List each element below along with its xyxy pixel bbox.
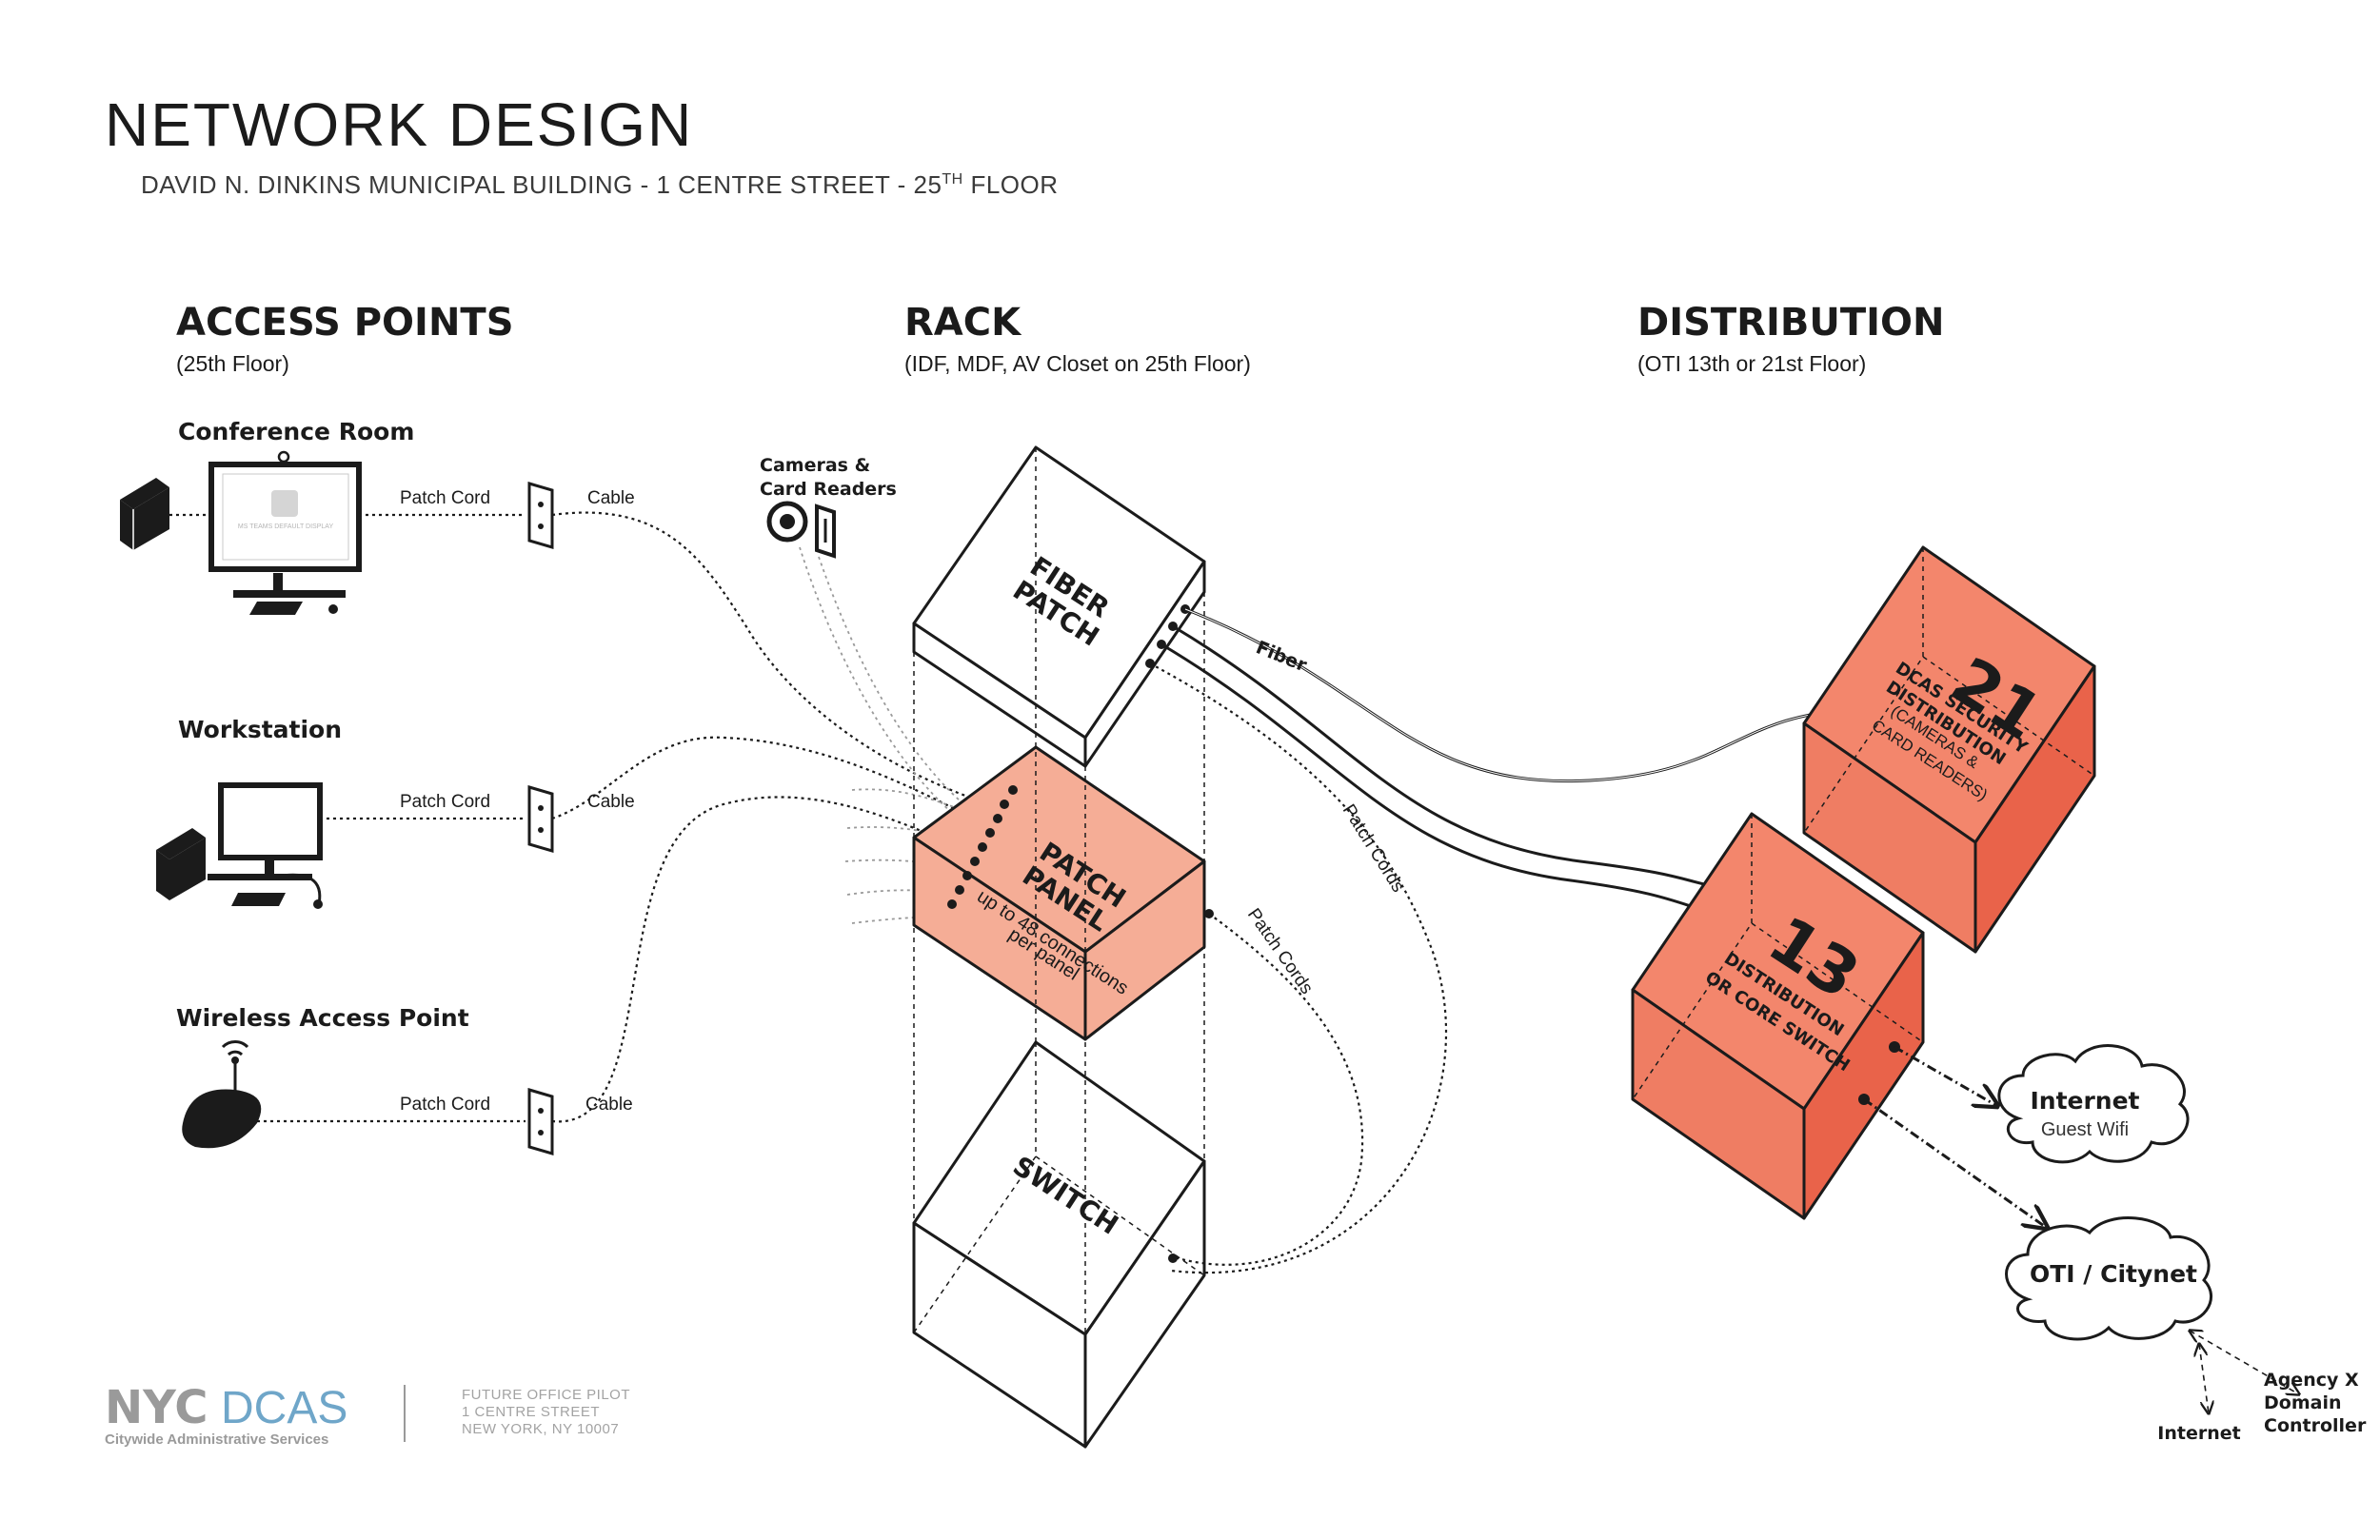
internet-cloud-sub: Guest Wifi — [2041, 1119, 2129, 1140]
wall-jack-icon — [527, 1088, 554, 1155]
fiber-patch-box: FIBER PATCH — [912, 445, 1206, 1042]
workstation-label: Workstation — [178, 716, 342, 743]
wap-cable-label: Cable — [585, 1095, 633, 1115]
internet-cloud: Internet Guest Wifi — [1997, 1044, 2190, 1164]
access-points-note: (25th Floor) — [176, 351, 289, 376]
footer-line3: NEW YORK, NY 10007 — [462, 1421, 619, 1437]
citynet-cloud: OTI / Citynet — [2005, 1216, 2212, 1341]
subtitle-tail: FLOOR — [963, 170, 1059, 199]
wall-jack-icon — [527, 785, 554, 853]
page-title: NETWORK DESIGN — [105, 90, 693, 159]
camera-icon — [766, 501, 808, 543]
wireless-ap-label: Wireless Access Point — [176, 1004, 469, 1032]
internet-cloud-label: Internet — [2030, 1087, 2139, 1115]
distribution-heading: DISTRIBUTION — [1637, 301, 1944, 345]
conference-display-icon: MS TEAMS DEFAULT DISPLAY — [208, 450, 362, 615]
wap-patch-cord-label: Patch Cord — [400, 1095, 490, 1115]
logo-sub: Citywide Administrative Services — [105, 1431, 328, 1448]
distribution-box-13: 13 DISTRIBUTION OR CORE SWITCH — [1631, 812, 1925, 1220]
access-points-heading: ACCESS POINTS — [176, 301, 514, 345]
cameras-label-1: Cameras & — [760, 455, 870, 476]
patch-panel-box: PATCH PANEL up to 48 connections per pan… — [912, 745, 1214, 1041]
footer-line1: FUTURE OFFICE PILOT — [462, 1387, 630, 1403]
wireless-ap-icon — [182, 1040, 262, 1149]
subtitle-main: DAVID N. DINKINS MUNICIPAL BUILDING - 1 … — [141, 170, 942, 199]
conf-patch-cord-label: Patch Cord — [400, 488, 490, 508]
footer-line2: 1 CENTRE STREET — [462, 1404, 600, 1420]
conf-cable-label: Cable — [587, 488, 635, 508]
agency-line3: Controller — [2264, 1415, 2367, 1436]
switch-box: SWITCH — [912, 1040, 1206, 1449]
agency-line1: Agency X — [2264, 1370, 2359, 1391]
patch-cord-loops — [1149, 662, 1448, 1274]
distribution-note: (OTI 13th or 21st Floor) — [1637, 351, 1866, 376]
fiber-links — [1160, 607, 1867, 924]
patch-cords-label-2: Patch Cords — [1243, 905, 1317, 998]
endpoint-internet: Internet — [2157, 1423, 2240, 1444]
nyc-dcas-logo: NYC DCAS Citywide Administrative Service… — [105, 1381, 347, 1448]
ws-patch-cord-label: Patch Cord — [400, 792, 490, 812]
logo-nyc: NYC — [105, 1381, 208, 1434]
pc-tower-icon — [120, 478, 169, 550]
agency-line2: Domain — [2264, 1392, 2341, 1413]
cloud-links — [1858, 1041, 2299, 1413]
conference-room-label: Conference Room — [178, 418, 414, 445]
workstation-icon — [156, 782, 323, 909]
wall-jack-icon — [527, 482, 554, 549]
ws-cable-label: Cable — [587, 792, 635, 812]
card-reader-icon — [815, 503, 836, 559]
subtitle-sup: TH — [942, 171, 962, 188]
rack-note: (IDF, MDF, AV Closet on 25th Floor) — [904, 351, 1251, 376]
distribution-box-21: 21 DCAS SECURITY DISTRIBUTION (CAMERAS &… — [1802, 545, 2096, 954]
fiber-label: Fiber — [1253, 637, 1310, 676]
citynet-cloud-label: OTI / Citynet — [2030, 1260, 2197, 1288]
rack-heading: RACK — [904, 301, 1022, 345]
page-subtitle: DAVID N. DINKINS MUNICIPAL BUILDING - 1 … — [141, 170, 1059, 199]
screen-text: MS TEAMS DEFAULT DISPLAY — [238, 523, 334, 530]
rack-guides — [913, 592, 1205, 1334]
cameras-label-2: Card Readers — [760, 479, 897, 500]
logo-dcas: DCAS — [221, 1383, 347, 1433]
